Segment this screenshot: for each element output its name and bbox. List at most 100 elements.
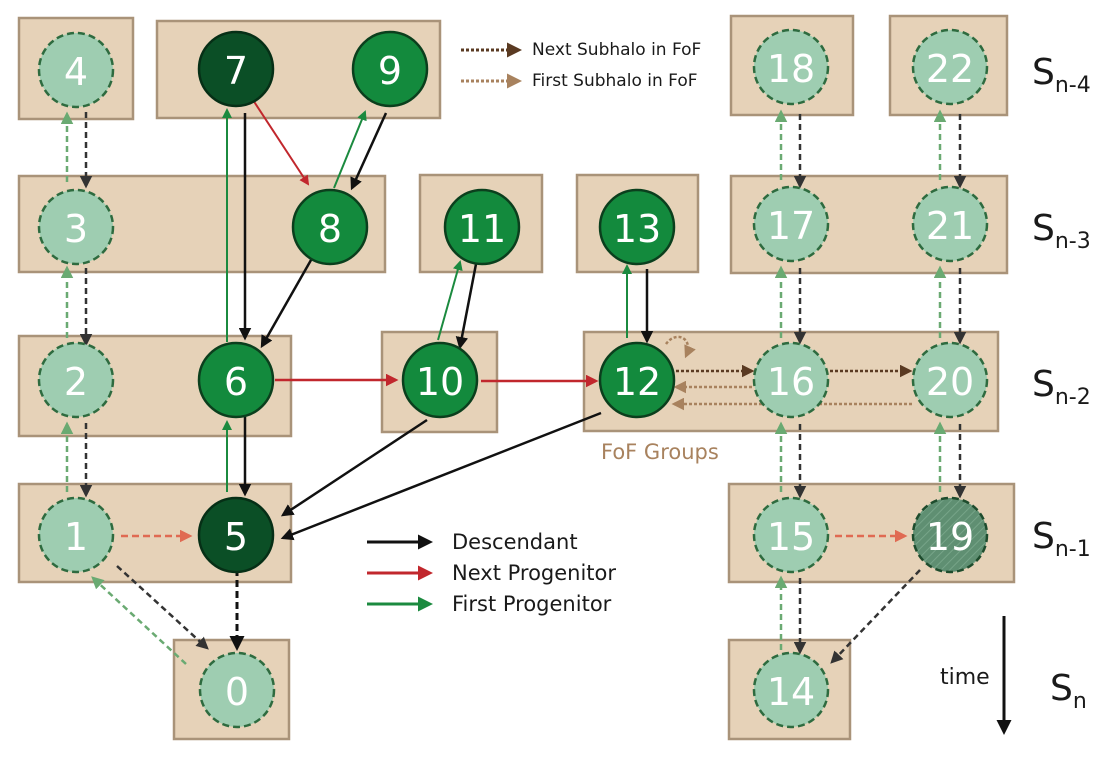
descendant-arrow [280,411,602,541]
row-label-sn: Sn [1050,668,1087,714]
subhalo-node-6: 6 [197,341,275,419]
subhalo-circle [752,28,830,106]
first-progenitor-arrow [437,260,463,341]
subhalo-label: 0 [225,670,249,714]
first-progenitor-arrow [333,110,367,189]
legend-descendant-label: Descendant [452,530,578,554]
subhalo-label: 15 [767,515,815,559]
subhalo-circle [911,185,989,263]
descendant-dashed-arrow [116,565,209,650]
subhalo-node-22: 22 [911,28,989,106]
legend-first-progenitor-label: First Progenitor [452,592,612,616]
row-label-sn-2: Sn-2 [1032,364,1091,410]
subhalo-node-18: 18 [752,28,830,106]
subhalo-node-2: 2 [37,341,115,419]
descendant-arrow [260,252,317,349]
subhalo-label: 14 [767,670,815,714]
subhalo-label: 22 [926,47,974,91]
subhalo-node-20: 20 [911,341,989,419]
subhalo-circle [443,188,521,266]
subhalo-circle [911,496,989,574]
subhalo-label: 20 [926,360,974,404]
descendant-arrow [280,418,428,517]
subhalo-node-0: 0 [198,651,276,729]
subhalo-node-14: 14 [752,651,830,729]
descendant-dashed-arrow [830,569,921,664]
subhalo-node-10: 10 [401,341,479,419]
row-label-sn-4: Sn-4 [1032,52,1091,98]
subhalo-node-17: 17 [752,185,830,263]
subhalo-circle [37,188,115,266]
subhalo-circle [37,31,115,109]
first-subhalo-self-arrow [664,335,696,359]
arrows [60,99,967,665]
subhalo-label: 13 [613,207,661,251]
subhalo-circle [37,496,115,574]
subhalo-node-4: 4 [37,31,115,109]
subhalo-circle [752,341,830,419]
first-progenitor-dashed-arrow [91,576,187,665]
subhalo-node-9: 9 [351,30,429,108]
subhalo-label: 2 [64,360,88,404]
subhalo-label: 19 [926,515,974,559]
next-progenitor-arrow [252,99,310,186]
row-label-sn-1: Sn-1 [1032,516,1091,562]
subhalo-circle [598,341,676,419]
subhalo-node-19: 19 [911,496,989,574]
descendant-arrow [455,263,478,350]
snapshot-labels: Sn-4 Sn-3 Sn-2 Sn-1 Sn [1032,52,1091,714]
subhalo-circle [197,496,275,574]
subhalo-circle [197,341,275,419]
subhalo-circle [752,496,830,574]
legend-links: Descendant Next Progenitor First Progeni… [367,530,616,616]
subhalo-circle [351,30,429,108]
subhalo-circle [291,188,369,266]
legend-next-subhalo-label: Next Subhalo in FoF [532,40,701,60]
subhalo-label: 16 [767,360,815,404]
subhalo-circle [401,341,479,419]
descendant-arrow [350,112,388,191]
subhalo-label: 12 [613,360,661,404]
subhalo-circle [198,651,276,729]
subhalo-circle [598,188,676,266]
subhalo-label: 11 [458,207,506,251]
subhalo-circle [911,341,989,419]
subhalo-label: 21 [926,204,974,248]
subhalo-label: 18 [767,47,815,91]
subhalo-node-5: 5 [197,496,275,574]
subhalo-label: 9 [378,49,402,93]
time-label: time [940,665,990,690]
subhalo-node-3: 3 [37,188,115,266]
subhalo-node-12: 12 [598,341,676,419]
subhalo-node-8: 8 [291,188,369,266]
subhalo-circle [752,185,830,263]
subhalo-circle [911,28,989,106]
subhalo-node-21: 21 [911,185,989,263]
row-label-sn-3: Sn-3 [1032,208,1091,254]
subhalo-label: 8 [318,207,342,251]
subhalo-node-11: 11 [443,188,521,266]
fof-groups-caption: FoF Groups [601,440,719,464]
legend-fof: Next Subhalo in FoF First Subhalo in FoF [461,40,701,91]
subhalo-label: 6 [224,360,248,404]
legend-next-progenitor-label: Next Progenitor [452,561,616,585]
subhalo-circle [37,341,115,419]
subhalo-node-13: 13 [598,188,676,266]
subhalo-node-16: 16 [752,341,830,419]
subhalo-label: 4 [64,50,88,94]
subhalo-label: 10 [416,360,464,404]
subhalo-circle [752,651,830,729]
subhalo-node-15: 15 [752,496,830,574]
legend-first-subhalo-label: First Subhalo in FoF [532,71,698,91]
subhalo-label: 17 [767,204,815,248]
subhalo-label: 3 [64,207,88,251]
subhalo-label: 5 [224,515,248,559]
subhalo-node-1: 1 [37,496,115,574]
fof-boxes [17,14,1016,741]
subhalo-circle [197,30,275,108]
subhalo-label: 1 [64,515,88,559]
subhalo-label: 7 [224,49,248,93]
